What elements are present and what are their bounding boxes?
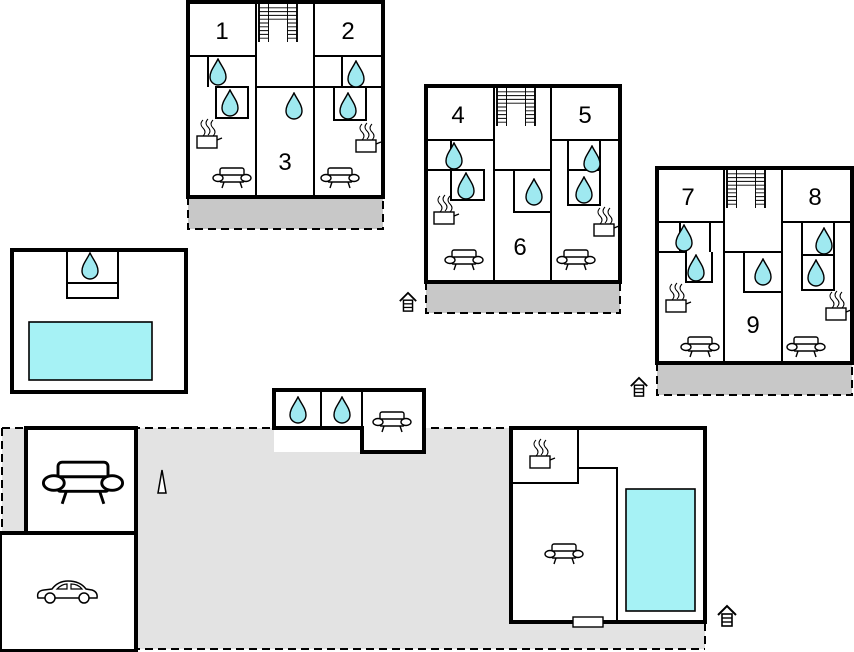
terrace bbox=[426, 282, 620, 313]
cooking-pot-icon bbox=[825, 290, 852, 321]
sofa-icon bbox=[556, 249, 596, 271]
stairs-icon bbox=[496, 88, 536, 126]
room-number: 2 bbox=[341, 18, 354, 45]
sofa-icon bbox=[212, 167, 252, 189]
room-number: 5 bbox=[578, 102, 591, 129]
courtyard bbox=[0, 388, 737, 652]
pool bbox=[625, 488, 696, 612]
parasol-icon bbox=[157, 469, 167, 494]
water-drop-icon bbox=[575, 176, 593, 204]
water-drop-icon bbox=[525, 178, 543, 206]
sofa-icon bbox=[320, 167, 360, 189]
apartment-block-2: 4 5 6 bbox=[398, 84, 622, 314]
house-marker-icon bbox=[398, 291, 418, 313]
water-drop-icon bbox=[687, 254, 705, 282]
room-number: 7 bbox=[681, 184, 694, 211]
sofa-icon bbox=[444, 249, 484, 271]
cooking-pot-icon bbox=[665, 282, 692, 313]
water-drop-icon bbox=[81, 252, 99, 280]
pool-house-outline bbox=[10, 248, 188, 394]
water-drop-icon bbox=[457, 172, 475, 200]
room-number: 8 bbox=[808, 184, 821, 211]
water-drop-icon bbox=[815, 227, 833, 255]
water-drop-icon bbox=[347, 60, 365, 88]
sofa-icon bbox=[680, 336, 720, 358]
sofa-icon bbox=[786, 336, 826, 358]
bath-unit-outline bbox=[272, 388, 426, 454]
cooking-pot-icon bbox=[355, 122, 382, 153]
terrace-outline bbox=[187, 197, 384, 230]
water-drop-icon bbox=[807, 259, 825, 287]
water-drop-icon bbox=[209, 58, 227, 86]
water-drop-icon bbox=[221, 89, 239, 117]
block-outline bbox=[186, 0, 385, 199]
terrace bbox=[657, 363, 852, 395]
cooking-pot-icon bbox=[196, 118, 223, 149]
water-drop-icon bbox=[445, 142, 463, 170]
pool bbox=[28, 321, 153, 381]
water-drop-icon bbox=[675, 224, 693, 252]
apartment-block-3: 7 8 9 bbox=[629, 166, 854, 398]
room-number: 9 bbox=[746, 312, 759, 339]
water-drop-icon bbox=[339, 92, 357, 120]
water-drop-icon bbox=[754, 258, 772, 286]
pool-house bbox=[10, 248, 188, 394]
block-outline bbox=[655, 166, 854, 365]
block-outline bbox=[424, 84, 622, 284]
room-number: 6 bbox=[513, 234, 526, 261]
room-number: 1 bbox=[215, 18, 228, 45]
terrace bbox=[188, 197, 383, 229]
stairs-icon bbox=[726, 170, 766, 208]
terrace-outline bbox=[656, 363, 853, 396]
terrace-outline bbox=[425, 282, 621, 314]
house-marker-icon bbox=[717, 605, 737, 627]
stairs-icon bbox=[258, 4, 298, 42]
cooking-pot-icon bbox=[593, 206, 620, 237]
water-drop-icon bbox=[583, 145, 601, 173]
house-marker-icon bbox=[629, 376, 649, 398]
door bbox=[572, 616, 604, 628]
room-number: 3 bbox=[278, 149, 291, 176]
water-drop-icon bbox=[285, 92, 303, 120]
room-number: 4 bbox=[451, 102, 464, 129]
apartment-block-1: 1 2 3 bbox=[186, 0, 385, 230]
